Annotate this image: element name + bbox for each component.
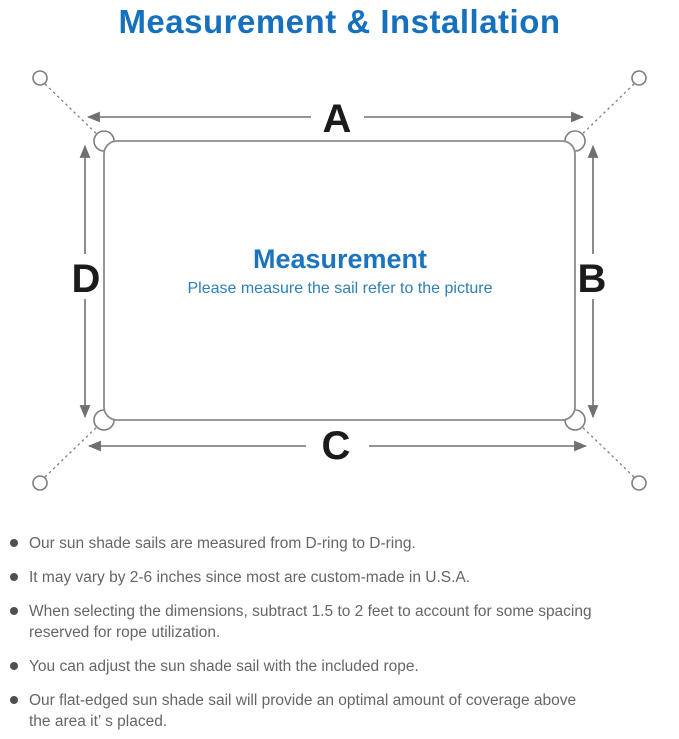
anchor-point-icon-top-right bbox=[631, 70, 647, 86]
bullet-dot-icon bbox=[10, 662, 18, 670]
diagram-center-title: Measurement bbox=[253, 244, 427, 274]
diagram-center-subtitle: Please measure the sail refer to the pic… bbox=[187, 280, 492, 297]
rope-line-top-left bbox=[44, 83, 105, 142]
bullet-dot-icon bbox=[10, 539, 18, 547]
note-text: It may vary by 2-6 inches since most are… bbox=[29, 569, 471, 586]
list-item: You can adjust the sun shade sail with t… bbox=[10, 656, 665, 677]
rope-line-top-right bbox=[574, 83, 635, 142]
note-text: You can adjust the sun shade sail with t… bbox=[29, 658, 419, 675]
bullet-dot-icon bbox=[10, 696, 18, 704]
dimension-label-d: D bbox=[72, 257, 101, 301]
bullet-dot-icon bbox=[10, 607, 18, 615]
notes-list: Our sun shade sails are measured from D-… bbox=[10, 533, 665, 739]
note-text: Our sun shade sails are measured from D-… bbox=[29, 535, 416, 552]
anchor-point-icon-bottom-right bbox=[631, 475, 647, 491]
list-item: It may vary by 2-6 inches since most are… bbox=[10, 567, 665, 588]
page-title: Measurement & Installation bbox=[118, 3, 561, 40]
dimension-label-c: C bbox=[322, 424, 351, 468]
sail-measurement-diagram: A B C D Measurement Please measure the s… bbox=[32, 70, 647, 491]
anchor-point-icon-top-left bbox=[32, 70, 48, 86]
rope-line-bottom-right bbox=[574, 419, 635, 478]
list-item: Our flat-edged sun shade sail will provi… bbox=[10, 690, 665, 732]
bullet-dot-icon bbox=[10, 573, 18, 581]
note-text: When selecting the dimensions, subtract … bbox=[29, 603, 592, 641]
anchor-point-icon-bottom-left bbox=[32, 475, 48, 491]
note-text: Our flat-edged sun shade sail will provi… bbox=[29, 692, 577, 730]
list-item: When selecting the dimensions, subtract … bbox=[10, 601, 665, 643]
rope-line-bottom-left bbox=[44, 419, 105, 478]
dimension-label-a: A bbox=[323, 97, 352, 141]
sail-outline bbox=[103, 140, 576, 421]
list-item: Our sun shade sails are measured from D-… bbox=[10, 533, 665, 554]
dimension-label-b: B bbox=[578, 257, 607, 301]
